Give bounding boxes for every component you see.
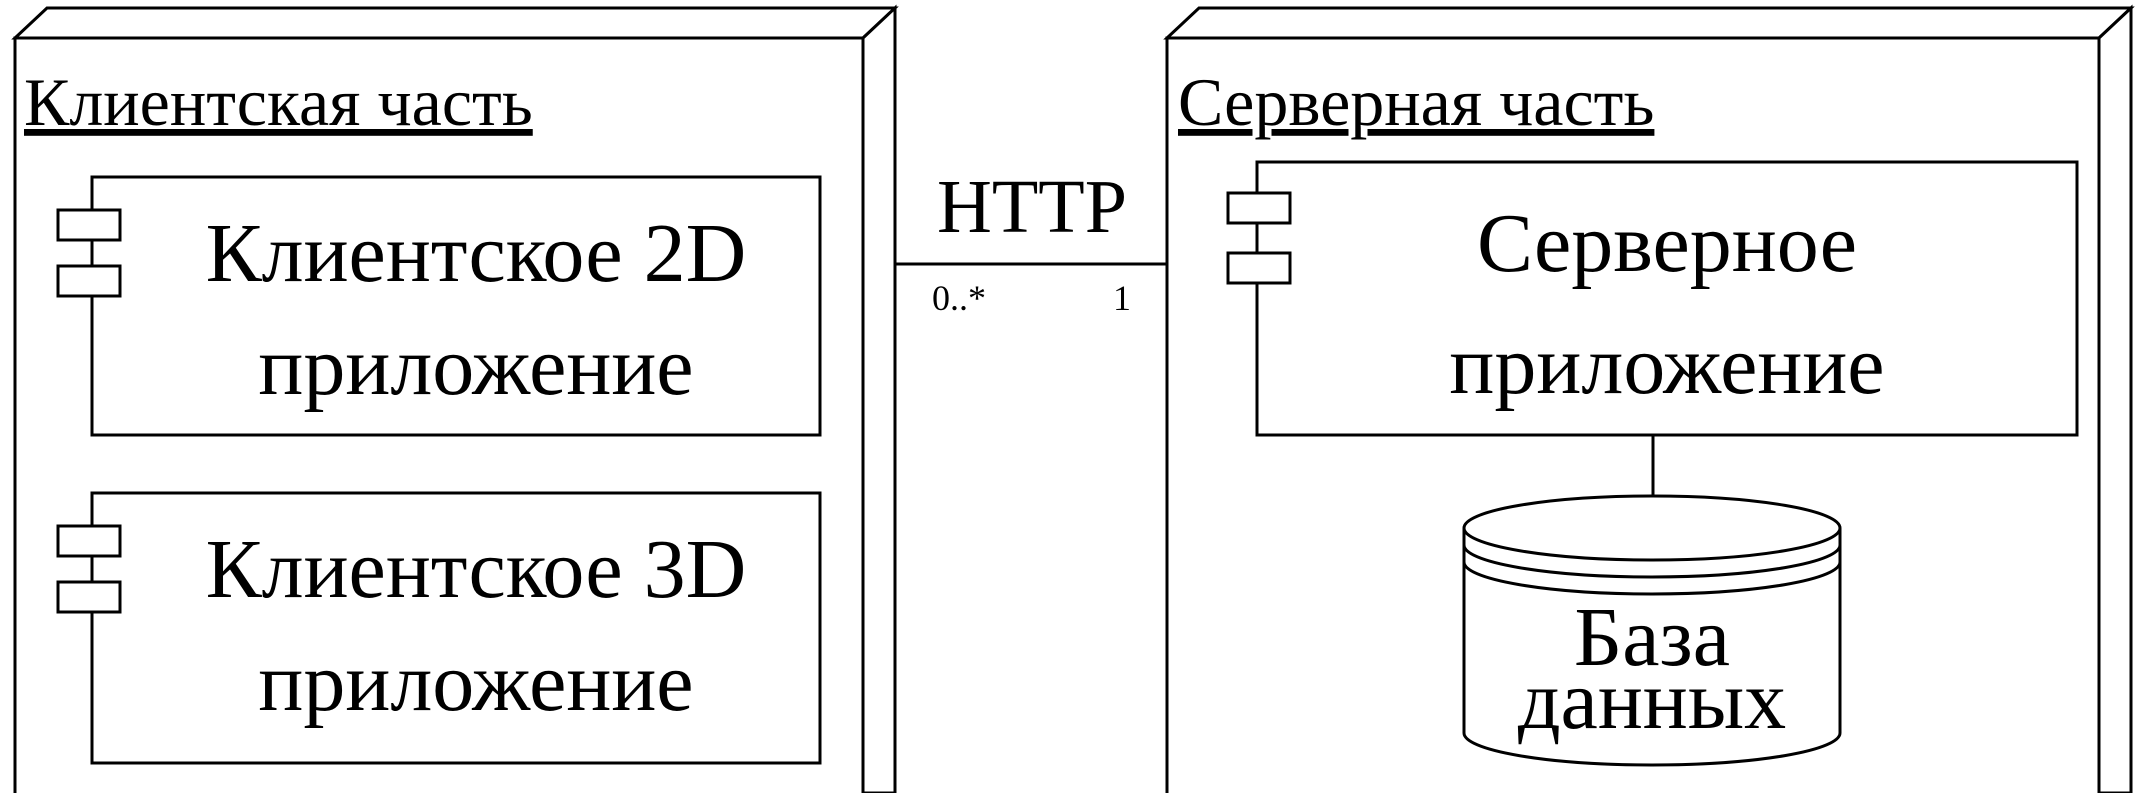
component-port-icon: [56, 580, 122, 614]
db-label-line2: данных: [1518, 654, 1786, 747]
server-label-line2: приложение: [1449, 319, 1884, 412]
db-label-line1: База: [1574, 591, 1730, 684]
client-2d-component: Клиентское 2D приложение: [56, 175, 822, 437]
db-ring: [1462, 561, 1842, 596]
server-label-line1: Серверное: [1477, 197, 1857, 290]
component-port-icon: [1226, 191, 1292, 225]
client-node-top-face: [11, 6, 899, 40]
http-link: HTTP 0..* 1: [895, 165, 1167, 318]
server-node-top-face: [1163, 6, 2135, 40]
db-top: [1462, 494, 1842, 562]
server-node-side-face: [2097, 4, 2133, 793]
client-2d-label-line2: приложение: [258, 320, 693, 413]
db-body: [1462, 528, 1842, 767]
client-3d-label-line1: Клиентское 3D: [206, 523, 747, 616]
component-box: [1255, 160, 2079, 437]
component-port-icon: [56, 208, 122, 242]
client-3d-label-line2: приложение: [258, 636, 693, 729]
db-ring: [1462, 544, 1842, 579]
client-node: Клиентская часть Клиентское 2D приложени…: [11, 4, 899, 793]
database-cylinder-icon: База данных: [1462, 494, 1842, 767]
server-node-title: Серверная часть: [1178, 64, 1654, 140]
component-port-icon: [56, 264, 122, 298]
link-label: HTTP: [937, 165, 1127, 249]
component-box: [90, 175, 822, 437]
server-component: Серверное приложение: [1226, 160, 2079, 437]
component-port-icon: [56, 524, 122, 558]
multiplicity-client: 0..*: [932, 278, 986, 318]
component-box: [90, 491, 822, 765]
client-2d-label-line1: Клиентское 2D: [206, 207, 747, 300]
multiplicity-server: 1: [1113, 278, 1131, 318]
client-node-title: Клиентская часть: [24, 64, 533, 140]
client-3d-component: Клиентское 3D приложение: [56, 491, 822, 765]
component-port-icon: [1226, 251, 1292, 285]
client-node-side-face: [861, 4, 897, 793]
server-node: Серверная часть Серверное приложение Баз…: [1163, 4, 2135, 793]
